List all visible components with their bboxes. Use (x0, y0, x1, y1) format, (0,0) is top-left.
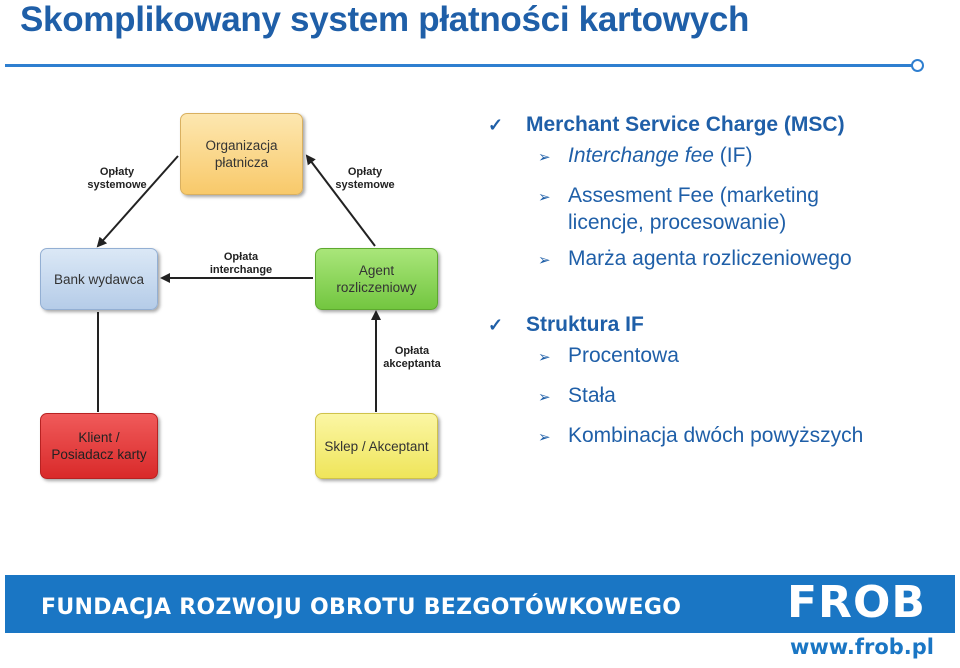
arrow-bullet-icon: ➢ (538, 429, 551, 446)
label-oplaty-systemowe-right: Opłaty systemowe (335, 166, 395, 191)
arrow-bullet-icon: ➢ (538, 149, 551, 166)
slide-title: Skomplikowany system płatności kartowych (20, 0, 750, 39)
arrow-bullet-icon: ➢ (538, 252, 551, 269)
section-struktura-if: ✓ Struktura IF ➢ Procentowa ➢ Stała ➢ Ko… (488, 308, 948, 451)
list-item-italic: Interchange fee (568, 144, 714, 167)
node-organizacja-platnicza: Organizacja płatnicza (180, 113, 303, 195)
bullet-list: ✓ Merchant Service Charge (MSC) ➢ Interc… (488, 108, 948, 462)
section-msc-title: Merchant Service Charge (MSC) (526, 113, 845, 136)
arrow-bullet-icon: ➢ (538, 389, 551, 406)
arrow-org-to-bank (96, 155, 179, 248)
list-item: ➢ Procentowa (538, 342, 948, 371)
title-underline (5, 64, 915, 67)
arrow-bullet-icon: ➢ (538, 189, 551, 206)
node-sklep-akceptant: Sklep / Akceptant (315, 413, 438, 479)
payment-flow-diagram: Organizacja płatnicza Bank wydawca Agent… (0, 100, 460, 490)
title-underline-endpoint (911, 59, 924, 72)
section-msc-heading: ✓ Merchant Service Charge (MSC) (488, 108, 948, 142)
list-item-text: Procentowa (568, 344, 679, 367)
list-item: ➢ Marża agenta rozliczeniowego (538, 245, 948, 274)
list-item-text: Assesment Fee (marketing licencje, proce… (568, 184, 819, 234)
section-msc: ✓ Merchant Service Charge (MSC) ➢ Interc… (488, 108, 948, 274)
list-item-text: (IF) (713, 144, 753, 167)
list-item-text: Kombinacja dwóch powyższych (568, 424, 864, 447)
arrow-agent-to-org (305, 154, 376, 247)
checkmark-icon: ✓ (488, 314, 504, 335)
arrow-bullet-icon: ➢ (538, 349, 551, 366)
section-if-title: Struktura IF (526, 313, 644, 336)
list-item-text: Stała (568, 384, 616, 407)
list-item: ➢ Kombinacja dwóch powyższych (538, 422, 948, 451)
label-oplaty-systemowe-left: Opłaty systemowe (87, 166, 147, 191)
checkmark-icon: ✓ (488, 114, 504, 135)
website-url[interactable]: www.frob.pl (790, 635, 934, 659)
label-oplata-interchange: Opłata interchange (209, 251, 273, 276)
footer-banner: FUNDACJA ROZWOJU OBROTU BEZGOTÓWKOWEGO F… (5, 575, 955, 633)
list-item: ➢ Stała (538, 382, 948, 411)
list-item-text: Marża agenta rozliczeniowego (568, 247, 852, 270)
section-if-heading: ✓ Struktura IF (488, 308, 948, 342)
list-item: ➢ Interchange fee (IF) (538, 142, 948, 171)
node-klient: Klient / Posiadacz karty (40, 413, 158, 479)
node-bank-wydawca: Bank wydawca (40, 248, 158, 310)
node-agent-rozliczeniowy: Agent rozliczeniowy (315, 248, 438, 310)
foundation-name: FUNDACJA ROZWOJU OBROTU BEZGOTÓWKOWEGO (41, 595, 682, 620)
label-oplata-akceptanta: Opłata akceptanta (383, 345, 441, 370)
frob-logo: FROB (787, 577, 926, 628)
diagram-arrows (96, 154, 381, 412)
list-item: ➢ Assesment Fee (marketing licencje, pro… (538, 182, 948, 236)
